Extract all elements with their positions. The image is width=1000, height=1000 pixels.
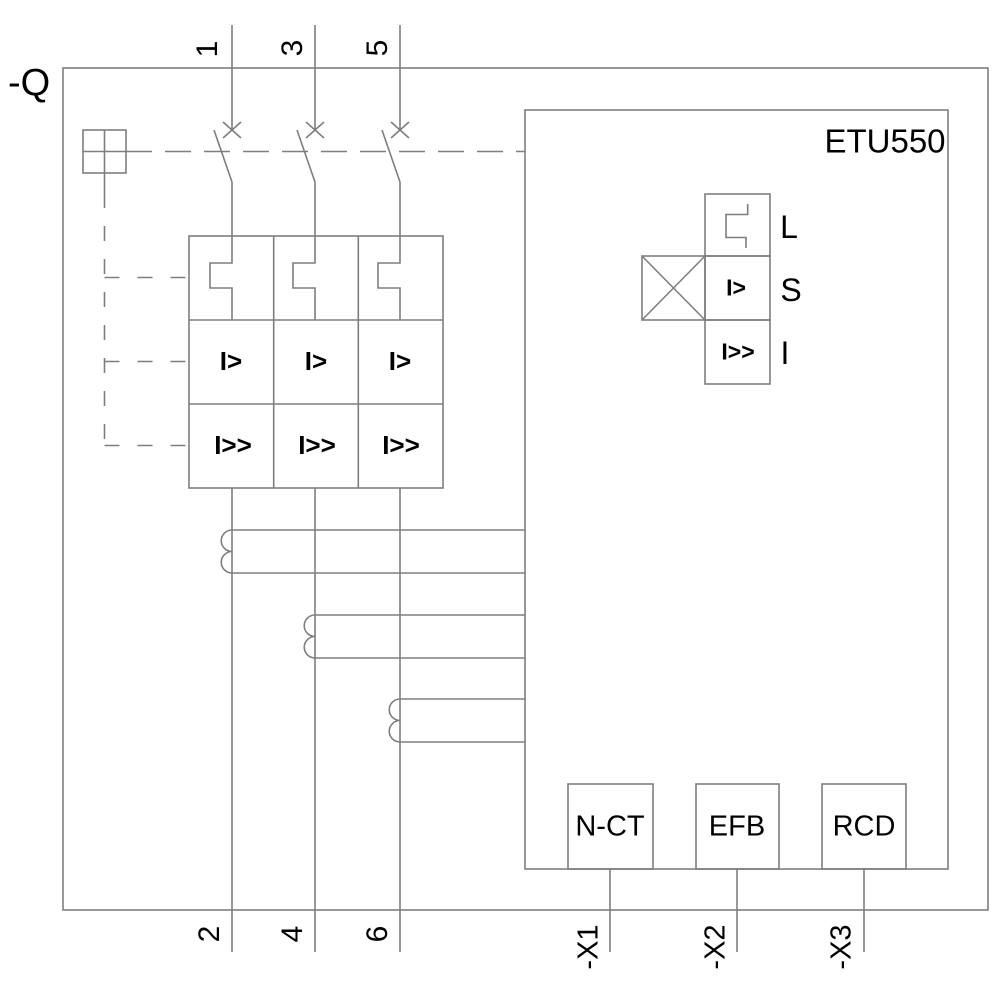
aux-terminal-label-x1: -X1 xyxy=(572,924,605,970)
long-time-trip-icon xyxy=(292,236,316,320)
current-transformer-icon xyxy=(388,698,525,743)
short-time-symbol: I> xyxy=(304,346,328,376)
etu-instantaneous-label: I xyxy=(780,335,790,371)
etu-short-time-label: S xyxy=(780,272,802,308)
aux-terminal-label-x3: -X3 xyxy=(825,924,858,970)
pole-2 xyxy=(292,25,525,952)
module-label-rcd: RCD xyxy=(832,810,896,843)
module-label-efb: EFB xyxy=(708,810,766,843)
current-transformer-icon xyxy=(220,529,525,574)
terminal-label-2: 2 xyxy=(193,925,226,943)
device-designation-label: -Q xyxy=(8,62,51,104)
short-time-symbol: I> xyxy=(388,346,412,376)
breaker-contact-icon xyxy=(296,121,325,183)
short-time-symbol: I> xyxy=(219,346,243,376)
etu-instantaneous-symbol: I>> xyxy=(721,338,755,365)
etu-long-time-box xyxy=(704,193,771,257)
etu-function-boxes xyxy=(641,193,771,385)
aux-terminal-label-x2: -X2 xyxy=(699,924,732,970)
long-time-trip-icon xyxy=(209,236,233,320)
breaker-contact-icon xyxy=(213,121,242,183)
etu-long-time-label: L xyxy=(780,209,798,245)
long-time-trip-icon xyxy=(725,204,749,248)
etu-instantaneous-box xyxy=(704,319,771,385)
terminal-label-1: 1 xyxy=(191,40,224,58)
terminal-label-6: 6 xyxy=(361,925,394,943)
instantaneous-symbol: I>> xyxy=(382,430,420,460)
module-label-nct: N-CT xyxy=(575,810,645,843)
trip-unit-title: ETU550 xyxy=(824,122,946,160)
breaker-contact-icon xyxy=(381,121,410,183)
long-time-trip-icon xyxy=(377,236,401,320)
crossed-box-icon xyxy=(641,255,706,321)
terminal-label-4: 4 xyxy=(276,925,309,943)
terminal-label-5: 5 xyxy=(361,39,394,57)
etu-short-time-symbol: I> xyxy=(726,274,746,301)
pole-3 xyxy=(377,25,525,952)
instantaneous-symbol: I>> xyxy=(214,430,252,460)
instantaneous-symbol: I>> xyxy=(298,430,336,460)
pole-1 xyxy=(209,25,525,952)
trip-element-grid xyxy=(188,235,444,489)
breaker-outline-box xyxy=(62,67,989,911)
etu-bottom-modules xyxy=(567,783,907,952)
current-transformer-icon xyxy=(303,614,525,659)
terminal-label-3: 3 xyxy=(276,39,309,57)
etu-box xyxy=(524,109,949,870)
mechanical-linkage-vertical xyxy=(103,193,189,447)
mechanism-box-icon xyxy=(82,129,127,193)
